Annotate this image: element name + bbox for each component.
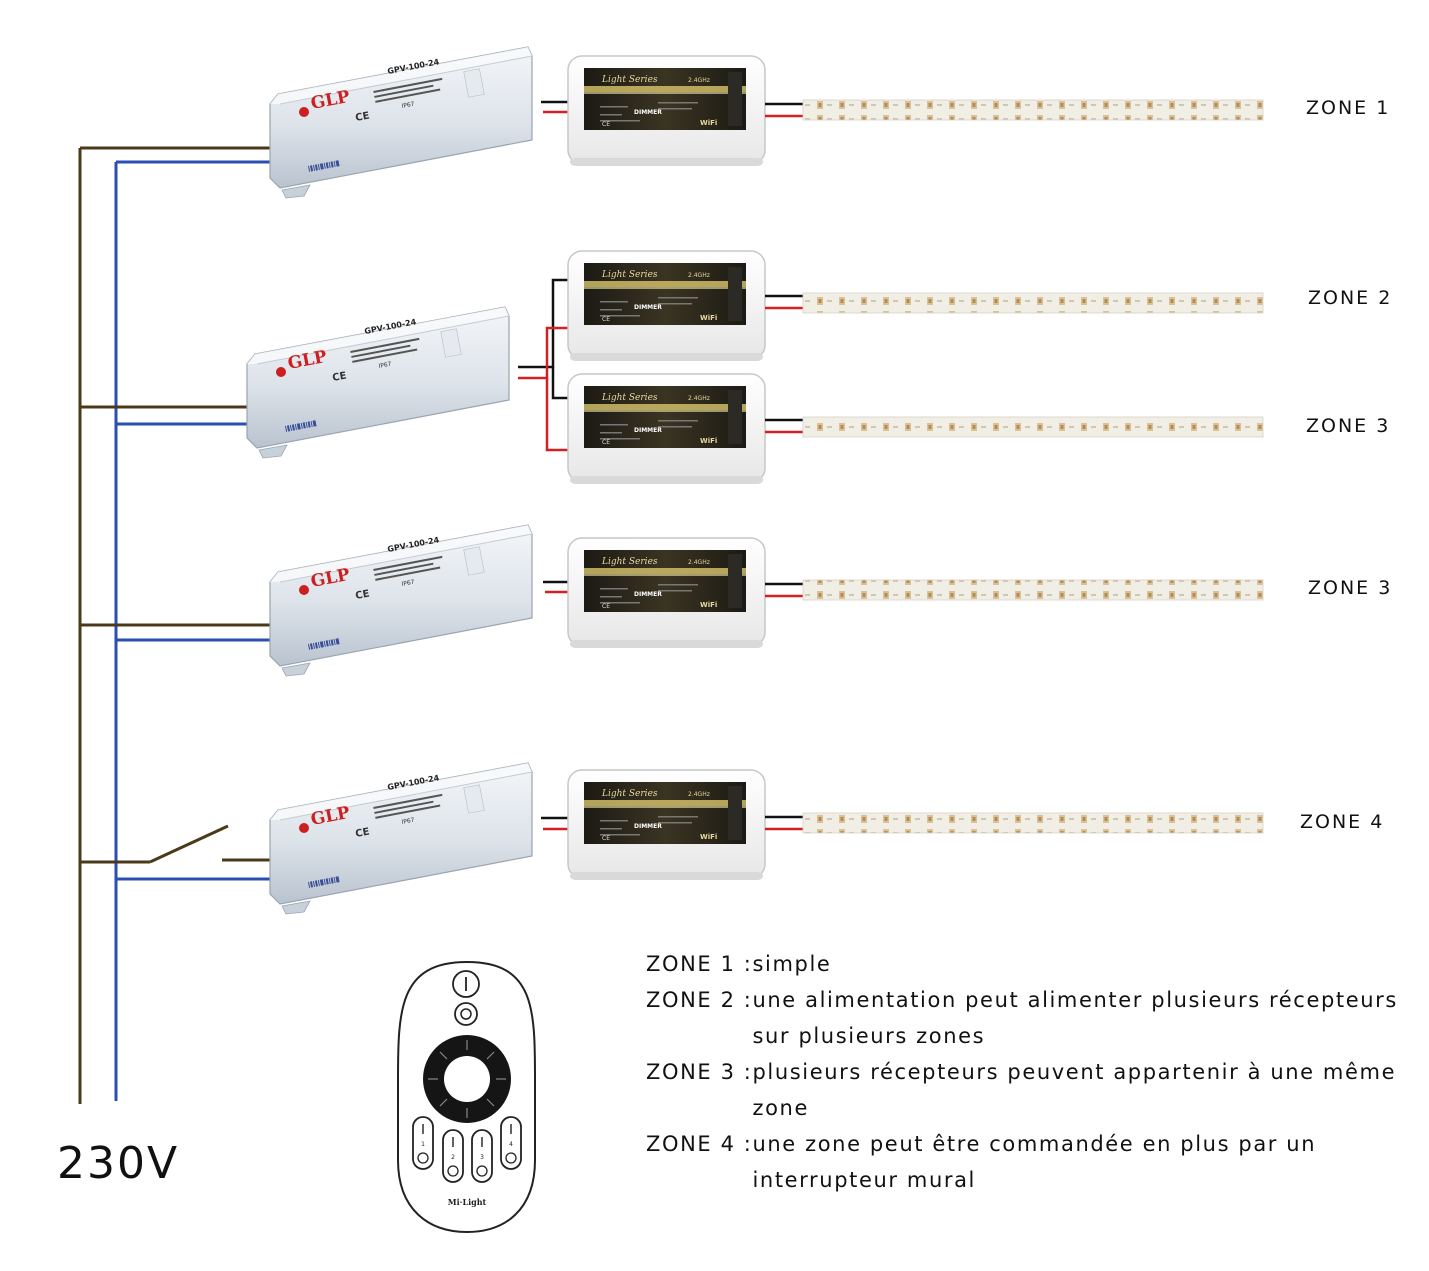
legend-text: une zone peut être commandée en plus par… [752,1132,1317,1192]
remote-control: 1 2 3 4 Mi·Light [397,960,536,1234]
dc-wires [518,100,577,831]
legend-key: ZONE 3 : [646,1060,753,1084]
led-strip-5 [802,812,1264,834]
svg-text:3: 3 [480,1154,484,1161]
legend-text: simple [752,952,832,976]
legend-key: ZONE 1 : [646,952,753,976]
branch-wires [80,146,280,881]
supply-voltage-label: 230V [57,1138,180,1189]
power-supply-3 [269,524,533,677]
receiver-3 [567,373,766,485]
receiver-1 [567,55,766,167]
receiver-4 [567,537,766,649]
power-supply-1 [269,46,533,199]
legend-item: ZONE 1 : simple [646,946,1416,982]
zone-label-2: ZONE 2 [1308,287,1393,309]
svg-text:2: 2 [451,1154,455,1161]
zone-legend: ZONE 1 : simple ZONE 2 : une alimentatio… [646,946,1416,1198]
wall-switch [149,824,229,864]
zone-label-5: ZONE 4 [1300,811,1385,833]
strip-wires [765,102,803,831]
legend-item: ZONE 4 : une zone peut être commandée en… [646,1126,1416,1198]
receiver-2 [567,250,766,362]
legend-key: ZONE 4 : [646,1132,753,1156]
power-supply-4 [269,762,533,915]
svg-text:4: 4 [509,1141,513,1148]
legend-item: ZONE 2 : une alimentation peut alimenter… [646,982,1416,1054]
led-strip-1 [802,99,1264,121]
zone-label-3: ZONE 3 [1306,415,1391,437]
led-strip-4 [802,579,1264,601]
zone-label-4: ZONE 3 [1308,577,1393,599]
legend-item: ZONE 3 : plusieurs récepteurs peuvent ap… [646,1054,1416,1126]
zone-label-1: ZONE 1 [1306,97,1391,119]
svg-text:1: 1 [421,1141,425,1148]
legend-text: une alimentation peut alimenter plusieur… [752,988,1398,1048]
led-strip-3 [802,416,1264,438]
led-strip-2 [802,292,1264,314]
legend-text: plusieurs récepteurs peuvent appartenir … [752,1060,1397,1120]
receiver-5 [567,769,766,881]
svg-text:Mi·Light: Mi·Light [448,1197,487,1207]
legend-key: ZONE 2 : [646,988,753,1012]
power-supply-2 [246,306,510,459]
